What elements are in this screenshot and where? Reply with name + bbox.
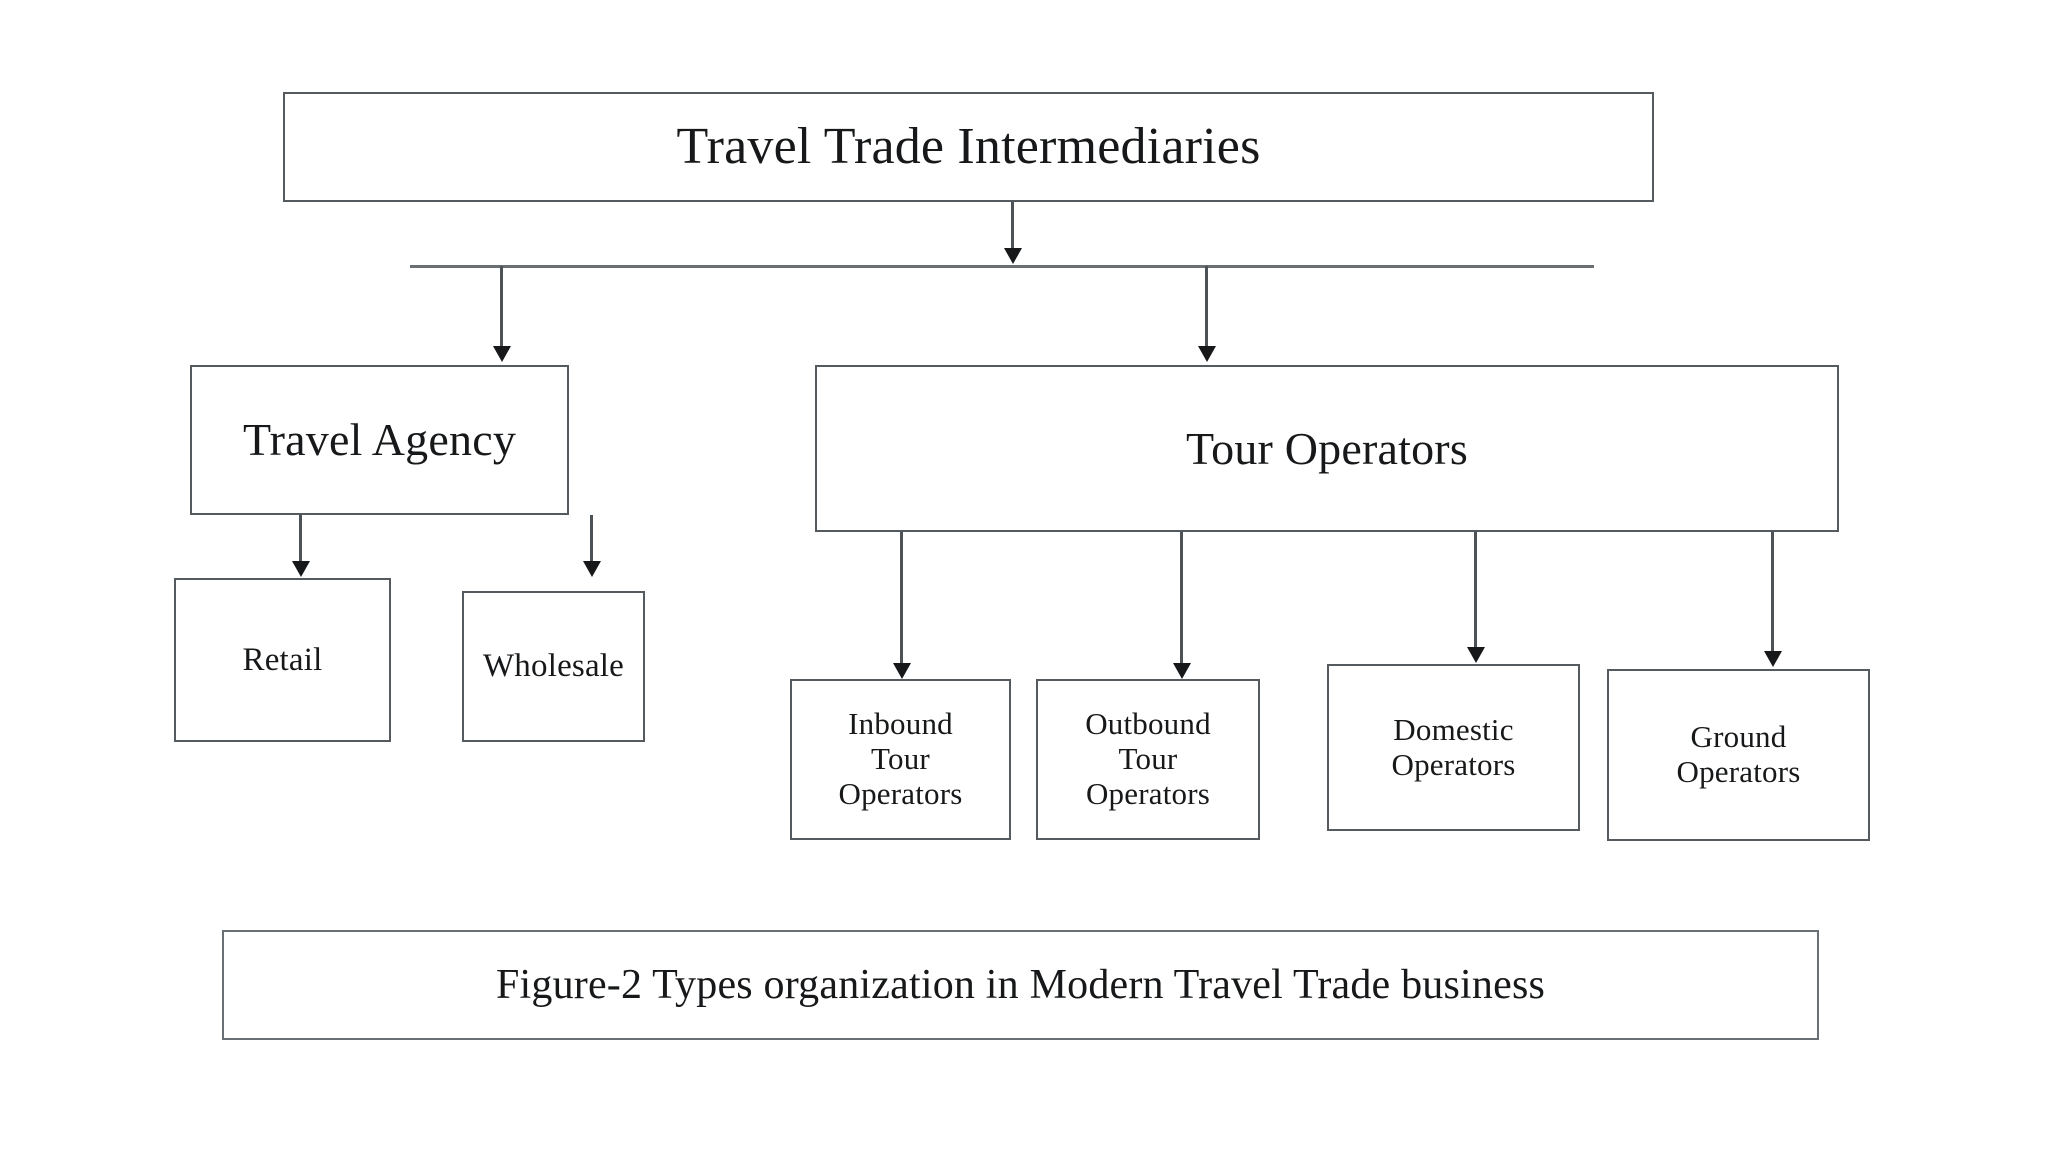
arrowhead-ground: [1764, 651, 1782, 667]
node-inbound-tour-operators[interactable]: Inbound Tour Operators: [790, 679, 1011, 840]
connector-travel-agency-to-wholesale: [590, 515, 593, 563]
node-label: Wholesale: [482, 648, 625, 685]
node-outbound-tour-operators[interactable]: Outbound Tour Operators: [1036, 679, 1260, 840]
figure-caption-text: Figure-2 Types organization in Modern Tr…: [495, 962, 1546, 1008]
arrowhead-domestic: [1467, 647, 1485, 663]
connector-tour-operators-to-inbound: [900, 532, 903, 666]
connector-distribution-bar: [410, 265, 1594, 268]
connector-travel-agency-to-retail: [299, 515, 302, 563]
arrowhead-outbound: [1173, 663, 1191, 679]
node-label: Domestic Operators: [1391, 711, 1516, 782]
arrowhead-wholesale: [583, 561, 601, 577]
node-retail[interactable]: Retail: [174, 578, 391, 742]
arrowhead-retail: [292, 561, 310, 577]
node-travel-agency[interactable]: Travel Agency: [190, 365, 569, 515]
arrowhead-root-trunk: [1004, 248, 1022, 264]
connector-tour-operators-to-outbound: [1180, 532, 1183, 666]
node-label: Inbound Tour Operators: [838, 706, 963, 811]
node-label: Ground Operators: [1676, 719, 1801, 789]
connector-root-trunk: [1011, 202, 1014, 252]
arrowhead-inbound: [893, 663, 911, 679]
node-wholesale[interactable]: Wholesale: [462, 591, 645, 742]
node-ground-operators[interactable]: Ground Operators: [1607, 669, 1870, 841]
node-tour-operators[interactable]: Tour Operators: [815, 365, 1839, 532]
node-label: Outbound Tour Operators: [1085, 706, 1211, 811]
node-domestic-operators[interactable]: Domestic Operators: [1327, 664, 1580, 831]
connector-tour-operators-to-domestic: [1474, 532, 1477, 650]
node-travel-trade-intermediaries[interactable]: Travel Trade Intermediaries: [283, 92, 1654, 202]
connector-bar-to-tour-operators: [1205, 266, 1208, 348]
arrowhead-tour-operators: [1198, 346, 1216, 362]
node-label: Travel Agency: [242, 414, 517, 466]
connector-bar-to-travel-agency: [500, 266, 503, 348]
connector-tour-operators-to-ground: [1771, 532, 1774, 654]
node-label: Travel Trade Intermediaries: [676, 117, 1261, 175]
figure-caption-box: Figure-2 Types organization in Modern Tr…: [222, 930, 1819, 1040]
node-label: Tour Operators: [1186, 422, 1468, 474]
node-label: Retail: [242, 641, 323, 678]
arrowhead-travel-agency: [493, 346, 511, 362]
